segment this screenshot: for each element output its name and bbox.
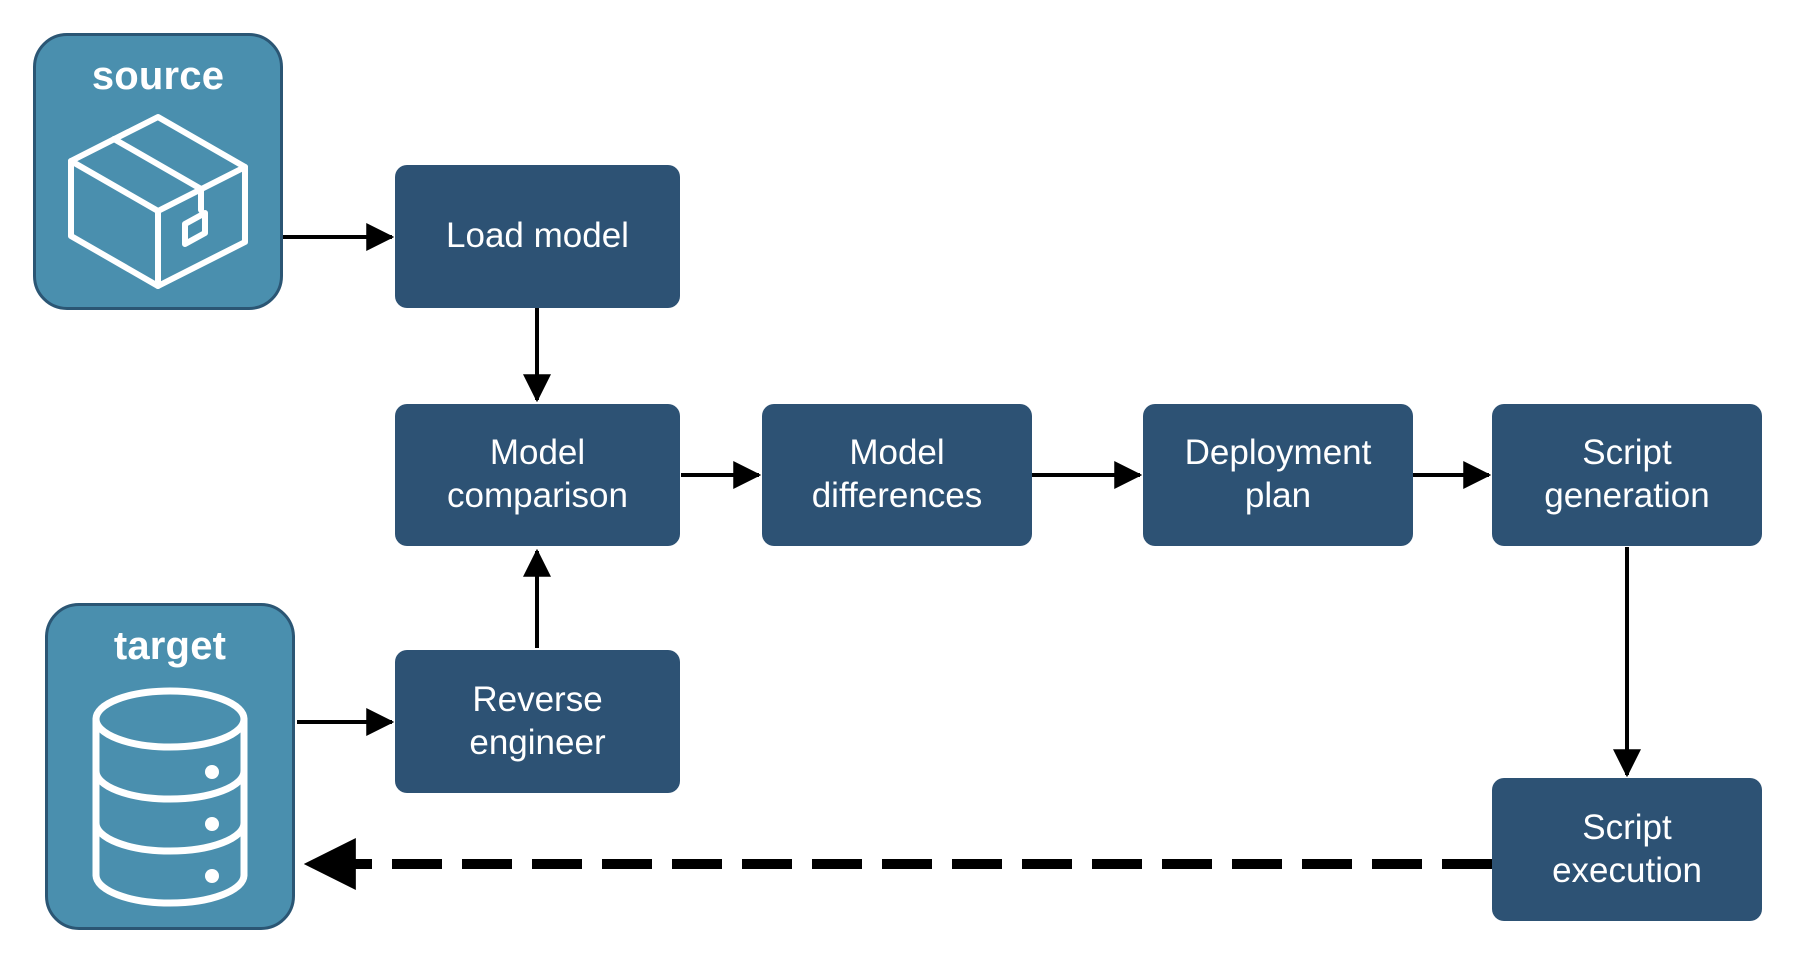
database-cylinder-icon — [48, 666, 292, 927]
endpoint-target[interactable]: target — [45, 603, 295, 930]
process-load-model[interactable]: Load model — [395, 165, 680, 308]
process-deployment-plan[interactable]: Deployment plan — [1143, 404, 1413, 546]
endpoint-source-label: source — [91, 54, 225, 98]
process-script-execution[interactable]: Script execution — [1492, 778, 1762, 921]
process-model-comparison[interactable]: Model comparison — [395, 404, 680, 546]
endpoint-target-label: target — [113, 624, 227, 668]
process-script-generation[interactable]: Script generation — [1492, 404, 1762, 546]
endpoint-source[interactable]: source — [33, 33, 283, 310]
process-reverse-engineer[interactable]: Reverse engineer — [395, 650, 680, 793]
package-box-icon — [36, 96, 280, 307]
process-model-differences[interactable]: Model differences — [762, 404, 1032, 546]
